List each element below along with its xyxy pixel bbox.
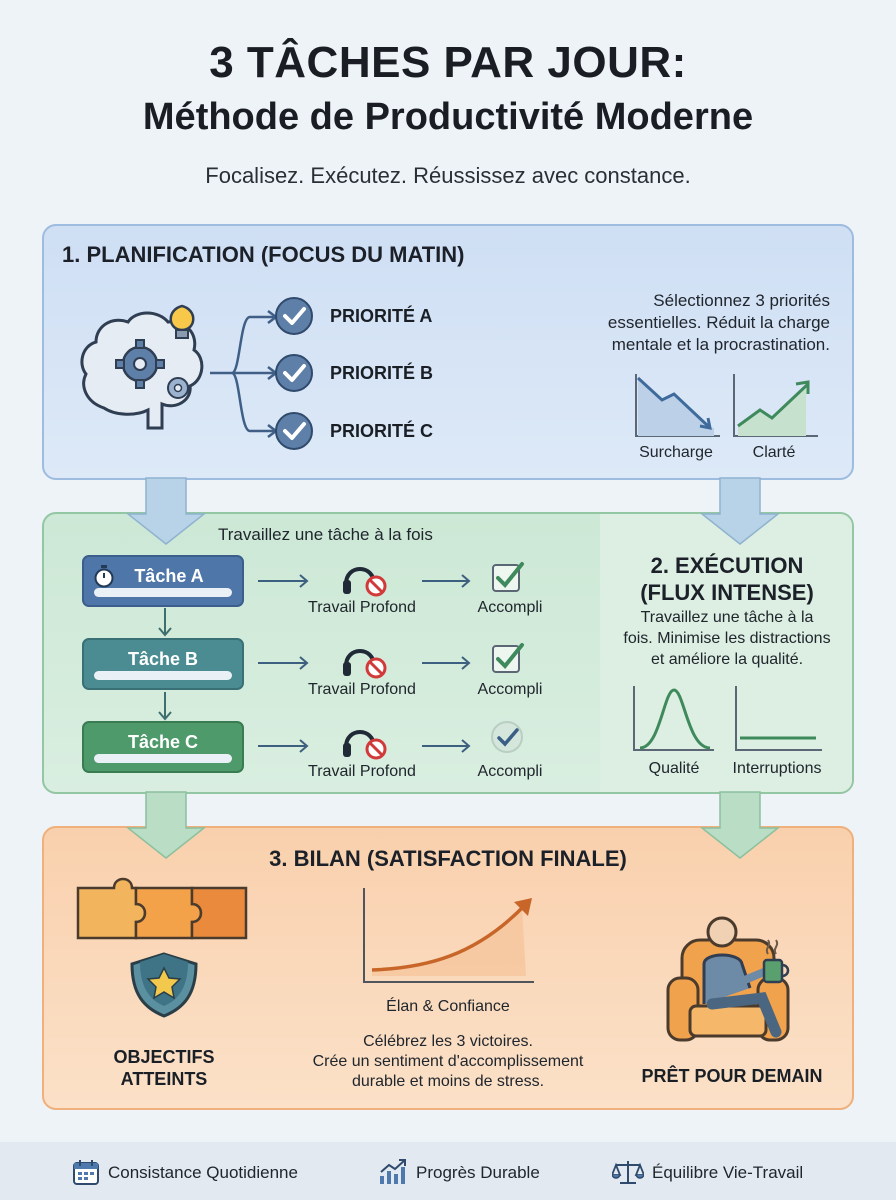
interruptions-label: Interruptions <box>732 760 822 777</box>
headphones-no-distraction-icon <box>343 567 387 597</box>
task-c-label: Tâche C <box>127 732 199 752</box>
planning-mini-graphs <box>635 374 818 437</box>
checkbox-checked-icon <box>492 643 524 673</box>
execution-description: Travaillez une tâche à la fois. Minimise… <box>623 609 831 668</box>
deep-work-label-b: Travail Profond <box>308 681 416 698</box>
flow-arrow-4 <box>699 791 781 859</box>
task-c-card: Tâche C <box>82 721 244 773</box>
deep-work-label-a: Travail Profond <box>308 599 416 616</box>
momentum-label: Élan & Confiance <box>386 998 510 1015</box>
flow-arrow-2 <box>699 477 781 545</box>
priority-b: PRIORITÉ B <box>330 363 434 383</box>
checkbox-checked-icon <box>492 562 524 592</box>
task-sequence-arrows <box>158 608 172 721</box>
workflow-arrows <box>258 574 471 753</box>
task-a-card: Tâche A <box>82 555 244 607</box>
flow-arrow-1 <box>125 477 207 545</box>
page-subtitle: Méthode de Productivité Moderne <box>142 96 754 138</box>
check-circle-icon <box>275 297 313 335</box>
balance-scale-icon <box>612 1161 644 1184</box>
execution-mini-graphs <box>633 686 822 751</box>
priority-a: PRIORITÉ A <box>330 306 433 326</box>
execution-title: 2. EXÉCUTION (FLUX INTENSE) <box>640 553 814 605</box>
clarity-graph <box>733 374 818 437</box>
done-label-a: Accompli <box>477 599 543 616</box>
review-description: Célébrez les 3 victoires. Crée un sentim… <box>312 1033 584 1090</box>
ready-for-tomorrow-label: PRÊT POUR DEMAIN <box>641 1066 823 1086</box>
review-title: 3. BILAN (SATISFACTION FINALE) <box>269 846 627 871</box>
quality-label: Qualité <box>648 760 700 777</box>
task-a-label: Tâche A <box>134 566 204 586</box>
planning-title: 1. PLANIFICATION (FOCUS DU MATIN) <box>62 242 465 267</box>
footer-item-progress: Progrès Durable <box>416 1163 540 1182</box>
execution-caption: Travaillez une tâche à la fois <box>218 525 433 544</box>
priority-branch-lines <box>210 310 279 438</box>
calendar-icon <box>73 1160 99 1185</box>
growth-chart-icon <box>380 1159 406 1184</box>
quality-graph <box>633 686 714 751</box>
planning-description: Sélectionnez 3 priorités essentielles. R… <box>607 291 830 354</box>
task-b-label: Tâche B <box>127 649 199 669</box>
flow-arrow-3 <box>125 791 207 859</box>
execution-side-panel <box>600 514 852 792</box>
done-label-c: Accompli <box>477 763 543 780</box>
priority-c: PRIORITÉ C <box>330 421 434 441</box>
task-c-progress <box>94 754 232 763</box>
check-circle-icon <box>491 721 523 753</box>
task-a-progress <box>94 588 232 597</box>
stopwatch-icon <box>94 565 114 588</box>
done-label-b: Accompli <box>477 681 543 698</box>
headphones-no-distraction-icon <box>343 730 387 760</box>
check-circle-icon <box>275 412 313 450</box>
headphones-no-distraction-icon <box>343 649 387 679</box>
task-b-progress <box>94 671 232 680</box>
interruptions-graph <box>735 686 822 751</box>
relaxing-person-armchair-icon <box>666 916 790 1042</box>
clarity-label: Clarté <box>752 444 796 461</box>
momentum-curve <box>363 888 534 983</box>
overload-label: Surcharge <box>639 444 713 461</box>
footer-item-balance: Équilibre Vie-Travail <box>652 1163 804 1182</box>
overload-graph <box>635 374 720 437</box>
deep-work-label-c: Travail Profond <box>308 763 416 780</box>
tagline: Focalisez. Exécutez. Réussissez avec con… <box>205 163 691 188</box>
brain-gears-icon <box>80 304 204 430</box>
footer-item-consistency: Consistance Quotidienne <box>108 1163 298 1182</box>
footer-bar <box>0 1142 896 1200</box>
goals-achieved-label: OBJECTIFS ATTEINTS <box>113 1047 215 1089</box>
check-circle-icon <box>275 354 313 392</box>
puzzle-shield-icon <box>76 877 248 1018</box>
page-title: 3 TÂCHES PAR JOUR: <box>209 38 687 87</box>
task-b-card: Tâche B <box>82 638 244 690</box>
